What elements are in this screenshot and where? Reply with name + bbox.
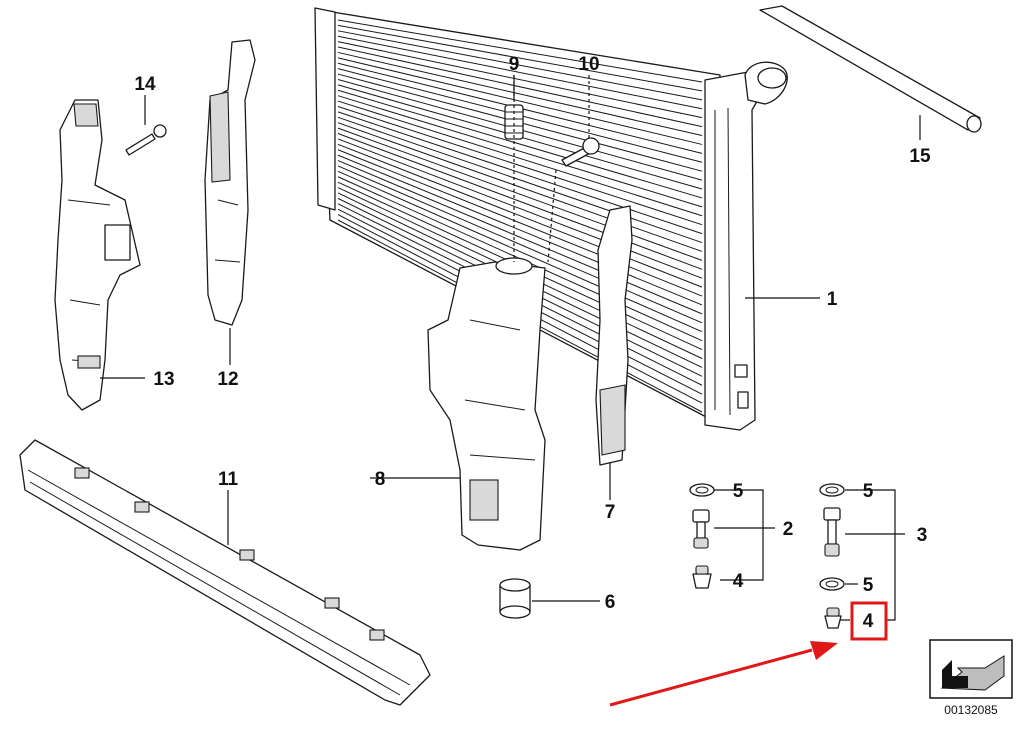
fin-line [337, 170, 703, 333]
hose-part-15 [759, 5, 982, 133]
fin-line [337, 57, 703, 145]
fin-line [337, 46, 703, 128]
fin-line [337, 138, 703, 279]
stud-part-9 [504, 104, 524, 140]
fin-line [337, 51, 703, 137]
label-5b: 5 [863, 481, 874, 502]
clip [74, 467, 90, 479]
fin-line [337, 106, 703, 226]
label-2: 2 [783, 519, 794, 540]
fin-line [337, 133, 703, 270]
seal-ring-part-5b [819, 483, 845, 497]
seal-ring-part-5a [689, 483, 715, 497]
red-arrow-icon [609, 641, 838, 707]
bleed-screw-part-3 [823, 507, 841, 557]
label-8: 8 [375, 469, 386, 490]
label-11: 11 [218, 469, 239, 490]
mount-part-6 [499, 578, 531, 619]
label-4b: 4 [863, 611, 874, 632]
bracket-part-12 [204, 39, 256, 326]
fin-line [337, 116, 703, 244]
part-labels: 9 10 14 15 1 13 12 11 8 7 6 5 2 4 5 3 5 … [134, 54, 931, 632]
clip [369, 629, 385, 641]
bracket-part-7 [595, 205, 633, 466]
label-4a: 4 [733, 571, 744, 592]
clip [239, 549, 255, 561]
fin-line [337, 41, 703, 119]
bleed-screw-part-2 [692, 509, 710, 549]
fin-line [337, 149, 703, 297]
expansion-tank-part-8 [427, 257, 546, 551]
bracket-part-13 [54, 99, 141, 411]
screw-part-14 [125, 124, 167, 156]
label-9: 9 [509, 54, 520, 75]
plug-part-4a [692, 565, 712, 589]
fin-line [337, 30, 703, 101]
highlight-box [850, 601, 888, 641]
label-7: 7 [605, 502, 616, 523]
fin-line [337, 100, 703, 217]
air-guide-part-11 [19, 439, 431, 706]
label-5a: 5 [733, 481, 744, 502]
fin-line [337, 89, 703, 199]
fin-line [337, 165, 703, 324]
label-6: 6 [605, 592, 616, 613]
label-3: 3 [917, 525, 928, 546]
clip [134, 501, 150, 513]
fin-line [337, 160, 703, 315]
catalog-number: 00132085 [944, 703, 998, 717]
clip [324, 597, 340, 609]
fin-line [337, 111, 703, 235]
fin-line [337, 154, 703, 306]
fin-line [337, 24, 703, 92]
label-1: 1 [827, 289, 838, 310]
fin-line [337, 95, 703, 208]
label-15: 15 [909, 146, 931, 167]
plug-part-4b [824, 607, 842, 629]
air-guide-clips [74, 467, 385, 641]
fin-line [337, 35, 703, 110]
fin-line [337, 143, 703, 288]
seal-ring-part-5c [819, 577, 845, 591]
label-13: 13 [153, 369, 174, 390]
fin-line [337, 122, 703, 252]
leader-lines [100, 75, 921, 621]
screw-part-10 [561, 137, 600, 167]
fin-line [337, 127, 703, 261]
label-14: 14 [134, 74, 156, 95]
label-12: 12 [217, 369, 238, 390]
label-10: 10 [578, 54, 599, 75]
label-5c: 5 [863, 575, 874, 596]
fin-line [337, 19, 703, 83]
radiator-part-1 [314, 7, 788, 431]
catalog-icon [929, 639, 1013, 699]
